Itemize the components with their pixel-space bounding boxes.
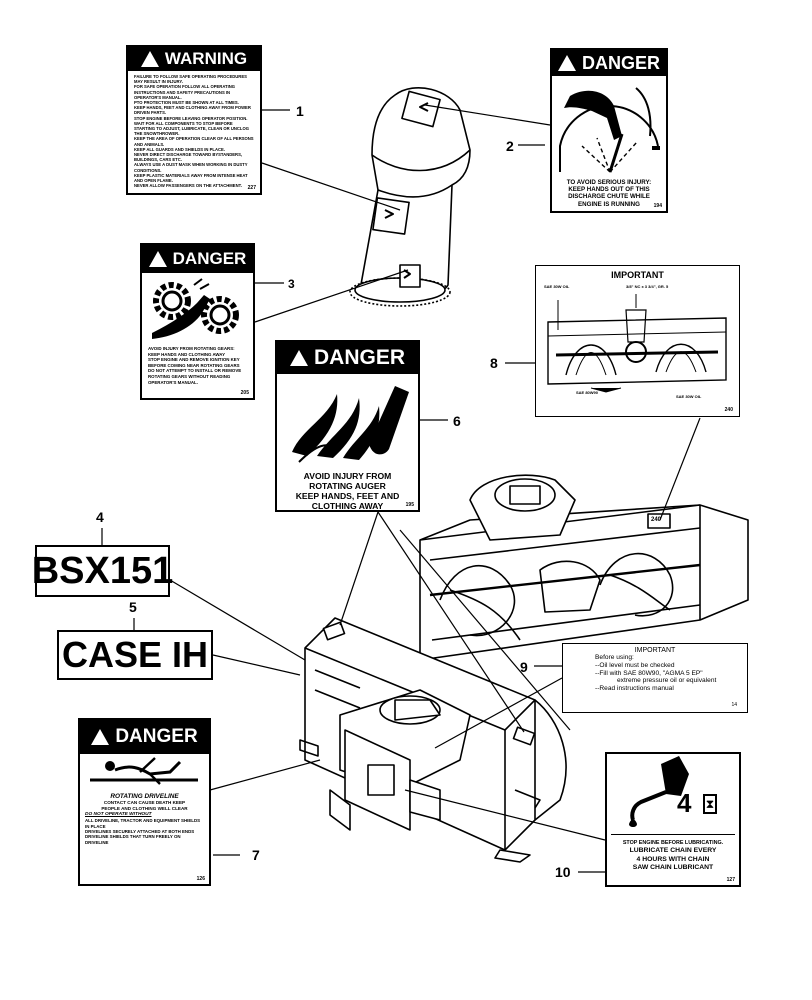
entangled-person-icon — [90, 757, 198, 785]
decal-model-bsx151: BSX151 — [32, 545, 173, 597]
warning-triangle-icon — [557, 55, 576, 71]
decal-text: TO AVOID SERIOUS INJURY: KEEP HANDS OUT … — [566, 179, 652, 208]
callout-number-7: 7 — [252, 847, 260, 863]
decal-header: DANGER — [172, 249, 247, 268]
leader-lines — [101, 104, 701, 873]
decal-danger-chute: DANGER TO AVOID SERIOUS INJURY: KEEP HAN… — [550, 48, 668, 213]
decal-text: AVOID INJURY FROM ROTATING GEARS: KEEP H… — [148, 346, 242, 385]
decal-text: STOP ENGINE BEFORE LUBRICATING. LUBRICAT… — [622, 840, 724, 872]
rotating-gears-icon — [152, 278, 239, 339]
decal-text: FAILURE TO FOLLOW SAFE OPERATING PROCEDU… — [134, 74, 254, 189]
rotating-auger-icon — [292, 386, 409, 463]
callout-text: SAE 80W90 — [576, 390, 599, 395]
decal-header: DANGER — [581, 52, 660, 73]
lube-interval-symbol: 4 — [677, 788, 692, 818]
decal-danger-driveline: DANGER ROTATING DRIVELINE CONTACT CAN CA… — [78, 718, 211, 886]
decal-code: 14 — [731, 702, 737, 708]
decal-code: 240 — [724, 407, 733, 413]
auger-lube-points-icon — [547, 294, 727, 393]
unit-decal-label: 240 — [651, 517, 662, 523]
hand-in-chute-icon — [559, 87, 660, 173]
decal-text: Before using: --Oil level must be checke… — [595, 654, 717, 693]
decal-bullets: ALL DRIVELINE, TRACTOR AND EQUIPMENT SHI… — [85, 818, 201, 845]
decal-danger-gears: DANGER AVOID INJURY FROM ROTATING GEARS:… — [140, 243, 255, 400]
decal-important-oil: IMPORTANT Before using: --Oil level must… — [562, 643, 748, 713]
brand-name: CASE IH — [61, 634, 209, 675]
decal-brand-case-ih: CASE IH — [57, 630, 213, 680]
decal-header: WARNING — [164, 49, 248, 68]
callout-number-10: 10 — [555, 864, 571, 880]
warning-triangle-icon — [289, 350, 308, 366]
decal-subtitle: DO NOT OPERATE WITHOUT — [85, 812, 152, 818]
callout-number-6: 6 — [453, 413, 461, 429]
warning-triangle-icon — [148, 251, 167, 267]
warning-triangle-icon — [91, 729, 110, 745]
decal-important-lube: IMPORTANT SAE 30W OIL 3/8" NC x 3 3/4", … — [535, 265, 740, 417]
callout-number-9: 9 — [520, 659, 528, 675]
decal-header: IMPORTANT — [611, 270, 664, 280]
callout-number-5: 5 — [129, 599, 137, 615]
decal-code: 194 — [653, 203, 662, 209]
decal-lubricate-chain: 4 ⧗ STOP ENGINE BEFORE LUBRICATING. LUBR… — [605, 752, 741, 887]
decal-code: 205 — [240, 390, 249, 396]
callout-text: SAE 30W OIL — [544, 284, 570, 289]
decal-danger-auger: DANGER AVOID INJURY FROM ROTATING AUGER … — [275, 340, 420, 512]
decal-header: DANGER — [115, 726, 198, 747]
decal-code: 126 — [196, 876, 205, 882]
callout-text: SAE 30W OIL — [676, 394, 702, 399]
decal-text: CONTACT CAN CAUSE DEATH KEEP PEOPLE AND … — [101, 800, 188, 812]
discharge-chute-drawing — [349, 87, 471, 307]
decal-code: 195 — [405, 502, 414, 508]
decal-title: ROTATING DRIVELINE — [110, 793, 179, 800]
callout-number-1: 1 — [296, 103, 304, 119]
oil-can-icon — [629, 756, 689, 827]
decal-text: AVOID INJURY FROM ROTATING AUGER KEEP HA… — [295, 471, 400, 511]
callout-number-2: 2 — [506, 138, 514, 154]
model-name: BSX151 — [31, 549, 174, 592]
callout-number-3: 3 — [288, 277, 295, 291]
callout-text: 3/8" NC x 3 3/4", GR. 5 — [626, 284, 669, 289]
callout-number-4: 4 — [96, 509, 104, 525]
callout-number-8: 8 — [490, 355, 498, 371]
decal-header: IMPORTANT — [634, 647, 676, 654]
decal-warning: WARNING FAILURE TO FOLLOW SAFE OPERATING… — [126, 45, 262, 195]
warning-triangle-icon — [140, 51, 159, 67]
auger-housing-drawing — [419, 474, 749, 661]
decal-header: DANGER — [313, 346, 405, 369]
decal-code: 227 — [247, 185, 256, 191]
blower-frame-drawing — [299, 617, 567, 863]
hourglass-icon: ⧗ — [703, 794, 717, 814]
decal-code: 127 — [726, 877, 735, 883]
